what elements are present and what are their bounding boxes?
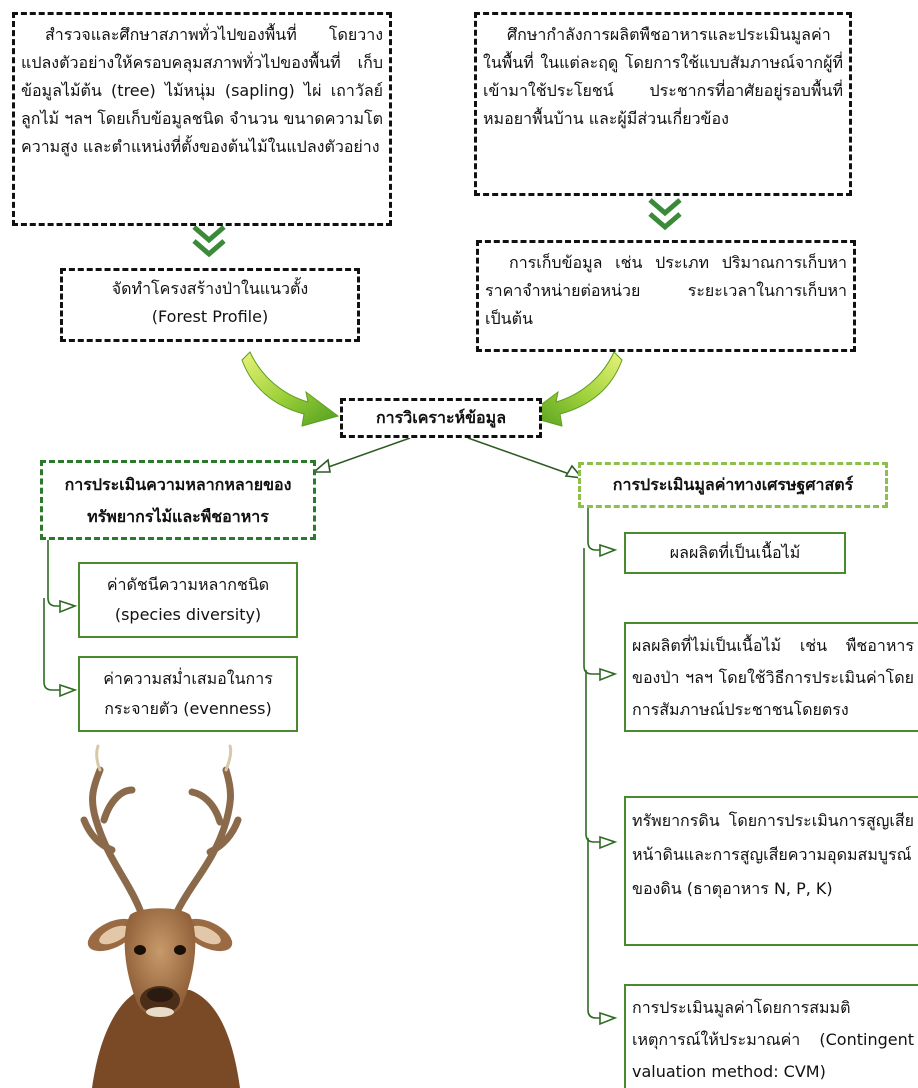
economic-title: การประเมินมูลค่าทางเศรษฐศาสตร์ [612,475,854,494]
production-text: ศึกษากำลังการผลิตพืชอาหารและประเมินมูลค่… [483,25,843,128]
survey-box: สำรวจและศึกษาสภาพทั่วไปของพื้นที่ โดยวาง… [12,12,392,226]
non-wood-products-text: ผลผลิตที่ไม่เป็นเนื้อไม้ เช่น พืชอาหารขอ… [632,636,914,719]
evenness-box: ค่าความสม่ำเสมอในการ กระจายตัว (evenness… [78,656,298,732]
production-box: ศึกษากำลังการผลิตพืชอาหารและประเมินมูลค่… [474,12,852,196]
left-bracket-arrowheads [59,599,78,698]
diversity-title-line1: การประเมินความหลากหลายของ [64,475,292,494]
right-bracket-arrowheads [599,543,618,1026]
species-line1: ค่าดัชนีความหลากชนิด [106,575,270,594]
forest-profile-line2: (Forest Profile) [151,307,269,326]
wood-products-box: ผลผลิตที่เป็นเนื้อไม้ [624,532,846,574]
cvm-box: การประเมินมูลค่าโดยการสมมติเหตุการณ์ให้ป… [624,984,918,1088]
soil-resource-text: ทรัพยากรดิน โดยการประเมินการสูญเสียหน้าด… [632,811,914,898]
species-diversity-box: ค่าดัชนีความหลากชนิด (species diversity) [78,562,298,638]
diversity-title-line2: ทรัพยากรไม้และพืชอาหาร [87,507,269,526]
analysis-box: การวิเคราะห์ข้อมูล [340,398,542,438]
species-line2: (species diversity) [114,605,262,624]
soil-resource-box: ทรัพยากรดิน โดยการประเมินการสูญเสียหน้าด… [624,796,918,946]
diversity-assessment-box: การประเมินความหลากหลายของ ทรัพยากรไม้และ… [40,460,316,540]
analysis-text: การวิเคราะห์ข้อมูล [375,408,507,427]
right-bracket-connector [583,508,610,1019]
wood-products-text: ผลผลิตที่เป็นเนื้อไม้ [669,543,801,562]
curved-arrow-right [524,351,623,427]
left-bracket-connector [43,540,70,691]
data-collection-box: การเก็บข้อมูล เช่น ประเภท ปริมาณการเก็บห… [476,240,856,352]
curved-arrow-left [241,351,340,427]
forest-profile-box: จัดทำโครงสร้างป่าในแนวตั้ง (Forest Profi… [60,268,360,342]
survey-text: สำรวจและศึกษาสภาพทั่วไปของพื้นที่ โดยวาง… [21,25,383,156]
evenness-line1: ค่าความสม่ำเสมอในการ [103,669,273,688]
double-chevron-down-icon [192,225,226,258]
non-wood-products-box: ผลผลิตที่ไม่เป็นเนื้อไม้ เช่น พืชอาหารขอ… [624,622,918,732]
forest-profile-line1: จัดทำโครงสร้างป่าในแนวตั้ง [111,279,309,298]
double-chevron-down-icon [648,198,682,231]
cvm-text: การประเมินมูลค่าโดยการสมมติเหตุการณ์ให้ป… [632,998,914,1081]
branch-arrowheads [311,458,584,480]
economic-valuation-box: การประเมินมูลค่าทางเศรษฐศาสตร์ [578,462,888,508]
deer-illustration [80,744,242,1088]
data-collection-text: การเก็บข้อมูล เช่น ประเภท ปริมาณการเก็บห… [485,253,847,328]
branch-lines [319,437,576,477]
evenness-line2: กระจายตัว (evenness) [104,699,272,718]
